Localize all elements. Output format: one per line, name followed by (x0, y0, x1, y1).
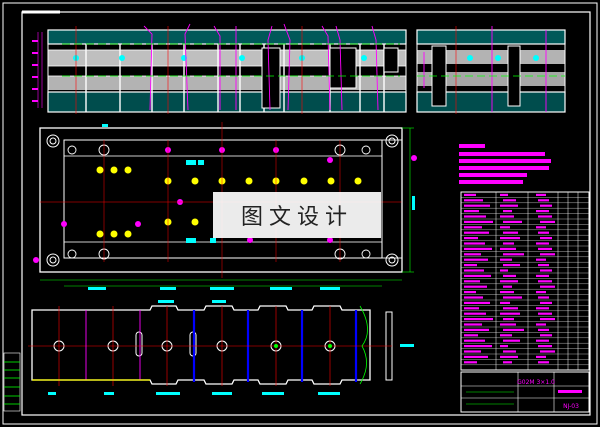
margin-table (3, 352, 21, 412)
watermark: 图文设计 (213, 192, 381, 238)
strip-layout-view (28, 300, 414, 395)
title-block-label-left: G02M 3×1.0 (517, 379, 555, 386)
technical-notes (459, 144, 551, 184)
title-block-label-right: NJ-03 (563, 403, 579, 410)
front-section-view (32, 23, 407, 114)
parts-list-table (460, 191, 590, 371)
inner-frame (21, 11, 591, 416)
title-block: G02M 3×1.0 NJ-03 (460, 371, 590, 413)
side-section-view (416, 26, 566, 114)
